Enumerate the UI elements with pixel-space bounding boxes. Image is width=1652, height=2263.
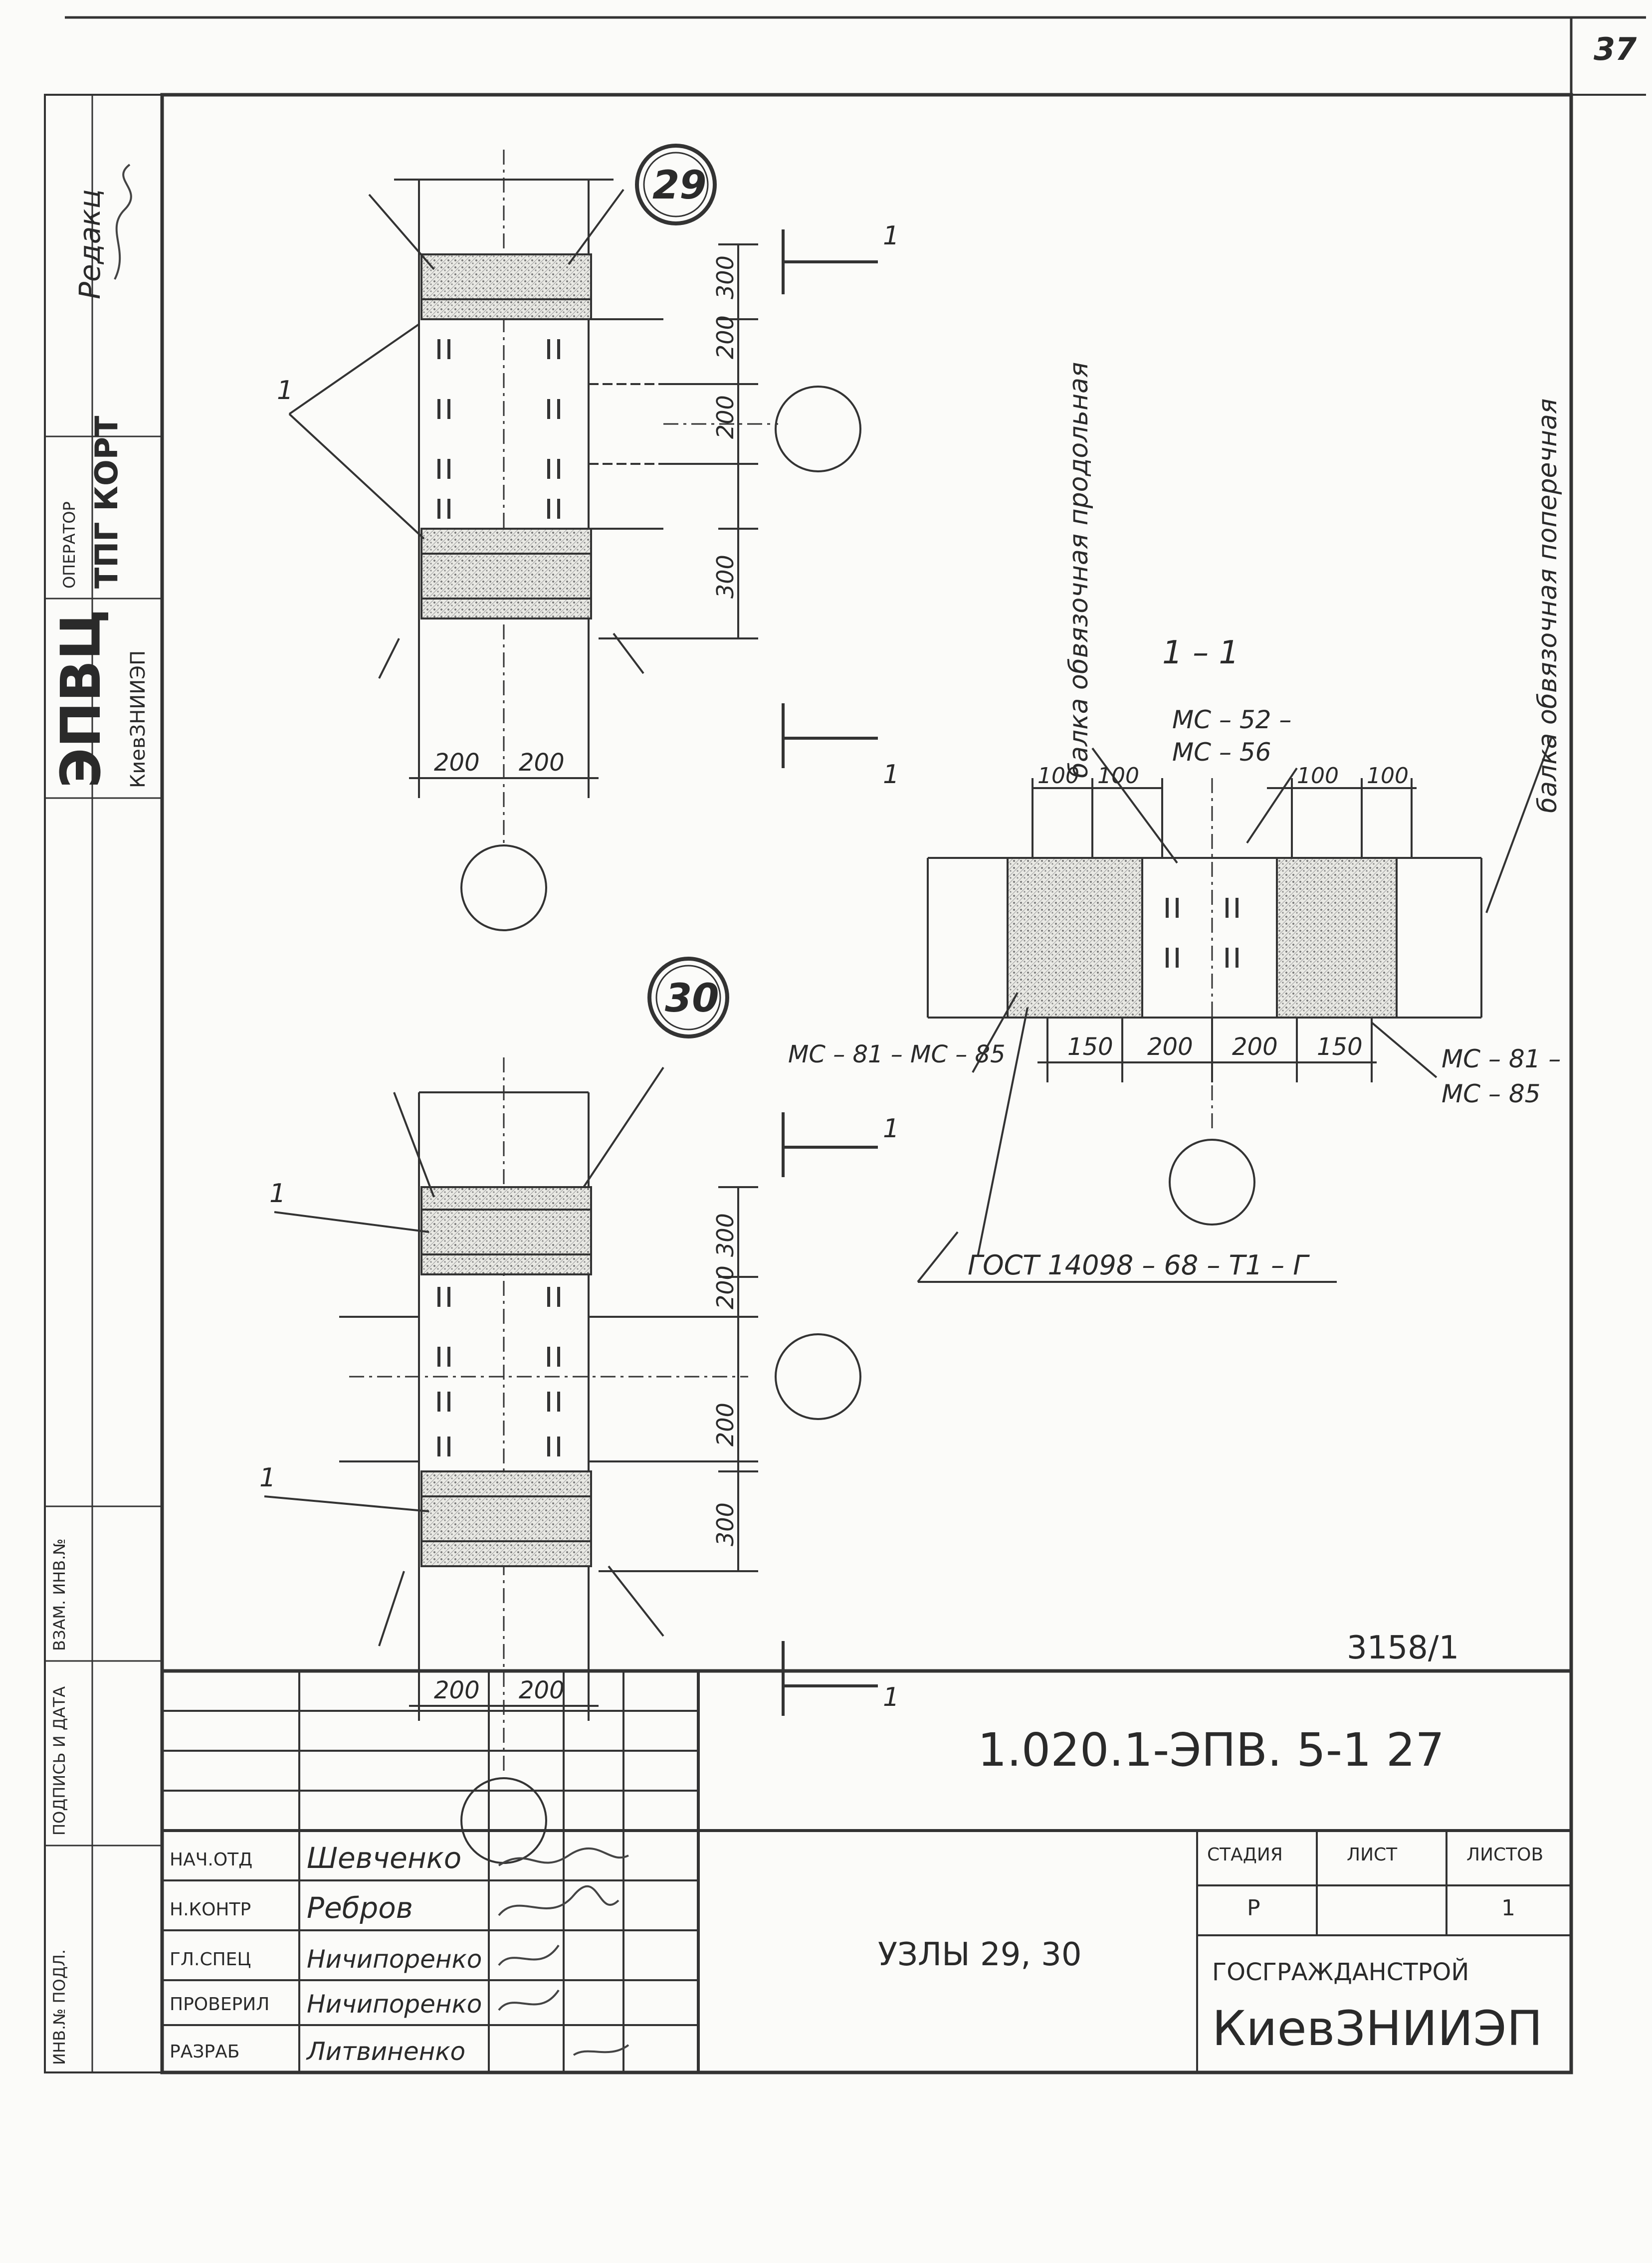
node-30-leader-label-bottom: 1 — [259, 1463, 276, 1493]
role-gl-spec: ГЛ.СПЕЦ — [170, 1949, 251, 1970]
section-bottom-dim-1: 150 — [1067, 1033, 1113, 1061]
sheets-label: ЛИСТОВ — [1466, 1845, 1543, 1865]
title-block — [162, 1669, 1571, 2072]
name-proveril: Ничипоренко — [307, 1990, 482, 2019]
node-29-section-mark-bottom: 1 — [883, 760, 899, 790]
stage-label: СТАДИЯ — [1207, 1845, 1283, 1865]
node-29-leader-label: 1 — [277, 376, 293, 406]
node-30-leader-label-top: 1 — [269, 1179, 286, 1209]
section-bottom-dim-3: 200 — [1232, 1033, 1278, 1061]
node-29-dim-v1: 300 — [712, 255, 739, 299]
node-30-dim-v4: 300 — [712, 1502, 739, 1546]
section-top-dim-2: 100 — [1097, 763, 1139, 789]
margin-replace-inv: ВЗАМ. ИНВ.№ — [50, 1538, 69, 1651]
sheet-title: УЗЛЫ 29, 30 — [878, 1936, 1082, 1973]
node-29-dim-v2: 200 — [712, 315, 739, 359]
name-razrab: Литвиненко — [306, 2037, 465, 2066]
node-30-dim-h1: 200 — [434, 1676, 480, 1704]
section-top-dim-1: 100 — [1037, 763, 1079, 789]
stage-value: Р — [1247, 1895, 1260, 1921]
org-line-2: КиевЗНИИЭП — [1212, 2001, 1543, 2057]
beam-long-label: балка обвязочная продольная — [1064, 362, 1094, 778]
side-stamp — [45, 435, 162, 1847]
node-30-drawing — [264, 1057, 878, 1864]
mc-right-label-2: МС – 85 — [1442, 1079, 1540, 1108]
signatures — [498, 1848, 629, 2056]
mc-top-label-2: МС – 56 — [1172, 738, 1271, 767]
sheet-label: ЛИСТ — [1347, 1845, 1398, 1865]
gost-label: ГОСТ 14098 – 68 – Т1 – Г — [968, 1249, 1310, 1281]
name-gl-spec: Ничипоренко — [307, 1945, 482, 1974]
node-29-dim-v4: 300 — [712, 555, 739, 599]
margin-inv-orig: ИНВ.№ ПОДЛ. — [50, 1949, 69, 2065]
node-30-label: 30 — [665, 976, 719, 1021]
side-operator-value: ТПГ КОРТ — [88, 416, 125, 589]
sheets-value: 1 — [1501, 1895, 1515, 1921]
node-29-dim-v3: 200 — [712, 395, 739, 439]
mc-top-label-1: МС – 52 – — [1172, 705, 1291, 734]
section-bottom-dim-4: 150 — [1317, 1033, 1363, 1061]
node-30-section-mark-bottom: 1 — [883, 1682, 899, 1712]
node-30-dim-v2: 200 — [712, 1265, 739, 1309]
role-nach-otd: НАЧ.ОТД — [170, 1850, 252, 1870]
org-line-1: ГОСГРАЖДАНСТРОЙ — [1212, 1958, 1469, 1986]
section-bottom-dim-2: 200 — [1147, 1033, 1193, 1061]
role-proveril: ПРОВЕРИЛ — [170, 1994, 269, 2015]
node-29-drawing — [288, 150, 878, 931]
node-30-dim-v3: 200 — [712, 1403, 739, 1446]
node-29-dim-h2: 200 — [519, 749, 565, 777]
side-org-main: ЭПВЦ — [49, 609, 113, 788]
section-title: 1 – 1 — [1162, 634, 1239, 671]
mc-right-label-1: МС – 81 – — [1442, 1044, 1561, 1073]
beam-trans-label: балка обвязочная поперечная — [1533, 399, 1563, 813]
node-30-dim-h2: 200 — [519, 1676, 565, 1704]
archive-number: 3158/1 — [1347, 1630, 1459, 1666]
mc-left-label: МС – 81 – МС – 85 — [788, 1040, 1006, 1068]
section-top-dim-4: 100 — [1367, 763, 1409, 789]
side-org-sub: КиевЗНИИЭП — [127, 650, 150, 788]
editor-signature — [114, 164, 132, 280]
node-29-section-mark-top: 1 — [883, 221, 899, 251]
name-nach-otd: Шевченко — [307, 1841, 461, 1875]
margin-sign-date: ПОДПИСЬ И ДАТА — [50, 1686, 69, 1836]
node-29-number — [635, 144, 717, 225]
section-top-dim-3: 100 — [1297, 763, 1339, 789]
side-editor: Редакц — [73, 189, 107, 299]
name-n-kontr: Ребров — [307, 1891, 413, 1925]
node-30-section-mark-top: 1 — [883, 1114, 899, 1144]
node-29-dim-h1: 200 — [434, 749, 480, 777]
page-number: 37 — [1594, 31, 1637, 67]
node-29-label: 29 — [652, 163, 707, 208]
side-operator-label: ОПЕРАТОР — [60, 501, 79, 589]
section-1-1-drawing — [917, 738, 1552, 1283]
role-razrab: РАЗРАБ — [170, 2042, 239, 2062]
role-n-kontr: Н.КОНТР — [170, 1899, 251, 1920]
node-30-number — [647, 957, 729, 1038]
node-30-dim-v1: 300 — [712, 1213, 739, 1257]
sheet-frame — [44, 16, 1646, 2074]
sheet-designation: 1.020.1-ЭПВ. 5-1 27 — [978, 1723, 1445, 1777]
